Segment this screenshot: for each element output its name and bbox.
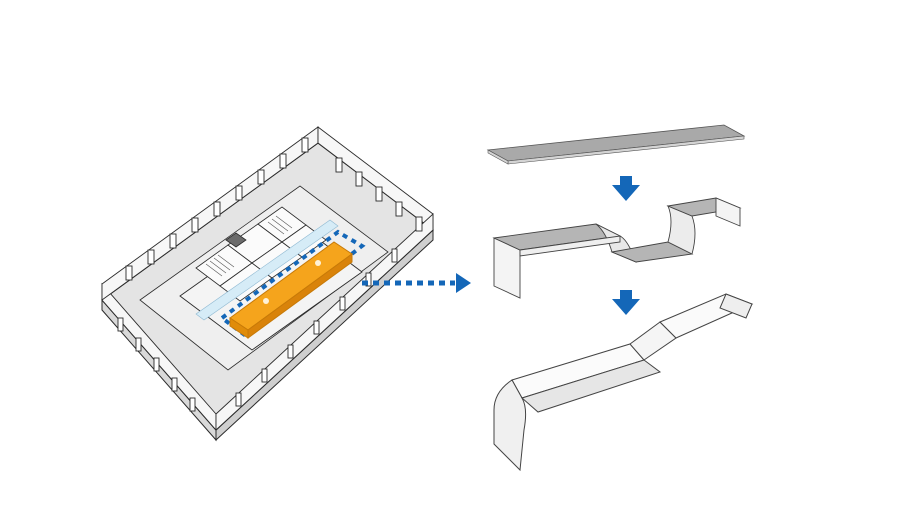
- mullion-fin: [191, 217, 199, 233]
- mullion-fins-right: [335, 157, 423, 232]
- surface-curved-drop: [493, 379, 527, 472]
- selection-outline: [218, 229, 366, 339]
- connector-arrowhead: [456, 273, 471, 293]
- mullion-fin: [375, 186, 383, 202]
- down-arrow-shaft: [620, 176, 632, 186]
- glazing-strip: [195, 219, 339, 321]
- mullion-fin: [395, 201, 403, 217]
- down-arrow-shaft: [620, 290, 632, 300]
- facade-wall-front-right: [215, 212, 434, 432]
- mullion-fin: [301, 137, 309, 153]
- surface-tip: [719, 293, 753, 319]
- mullion-fin: [391, 248, 398, 263]
- stage-flat-plank: [486, 124, 746, 165]
- mullion-fin: [313, 320, 320, 335]
- mullion-fin: [147, 249, 155, 265]
- stage-unfolded-surface: [493, 293, 754, 472]
- mullion-fin: [171, 377, 178, 392]
- elevator-shaft: [225, 232, 247, 248]
- down-arrow-head: [612, 299, 640, 315]
- highlight-front: [247, 253, 353, 339]
- mullion-fin: [189, 397, 196, 412]
- bench-front-left: [519, 235, 621, 257]
- mullion-fin: [153, 357, 160, 372]
- mullion-fin: [287, 344, 294, 359]
- bench-right-leg: [715, 197, 741, 227]
- surface-front-face: [520, 359, 662, 413]
- mullion-fin: [169, 233, 177, 249]
- mullion-fin: [213, 201, 221, 217]
- mullion-fin: [339, 296, 346, 311]
- mullion-fin: [235, 392, 242, 407]
- mullion-fins-front: [117, 317, 196, 412]
- mullion-fins-back: [125, 137, 309, 281]
- down-arrow-head: [612, 185, 640, 201]
- mullion-fins-front-right: [235, 248, 398, 407]
- mullion-fin: [135, 337, 142, 352]
- mullion-fin: [355, 171, 363, 187]
- floor-plan-axonometric: [101, 126, 434, 442]
- mullion-fin: [117, 317, 124, 332]
- stair-hatch: [205, 215, 293, 277]
- stage-folded-bench: [492, 197, 742, 299]
- down-arrow-icon: [612, 176, 640, 201]
- highlight-light-icon: [315, 260, 321, 266]
- mullion-fin: [415, 216, 423, 232]
- mullion-fin: [365, 272, 372, 287]
- dotted-right-arrow-icon: [362, 273, 471, 293]
- mullion-fin: [257, 169, 265, 185]
- mullion-fin: [125, 265, 133, 281]
- down-arrow-icon: [612, 290, 640, 315]
- mullion-fin: [261, 368, 268, 383]
- highlight-light-icon: [263, 298, 269, 304]
- mullion-fin: [235, 185, 243, 201]
- highlighted-bench: [229, 241, 353, 339]
- mullion-fin: [335, 157, 343, 173]
- plank-end: [487, 149, 509, 165]
- mullion-fin: [279, 153, 287, 169]
